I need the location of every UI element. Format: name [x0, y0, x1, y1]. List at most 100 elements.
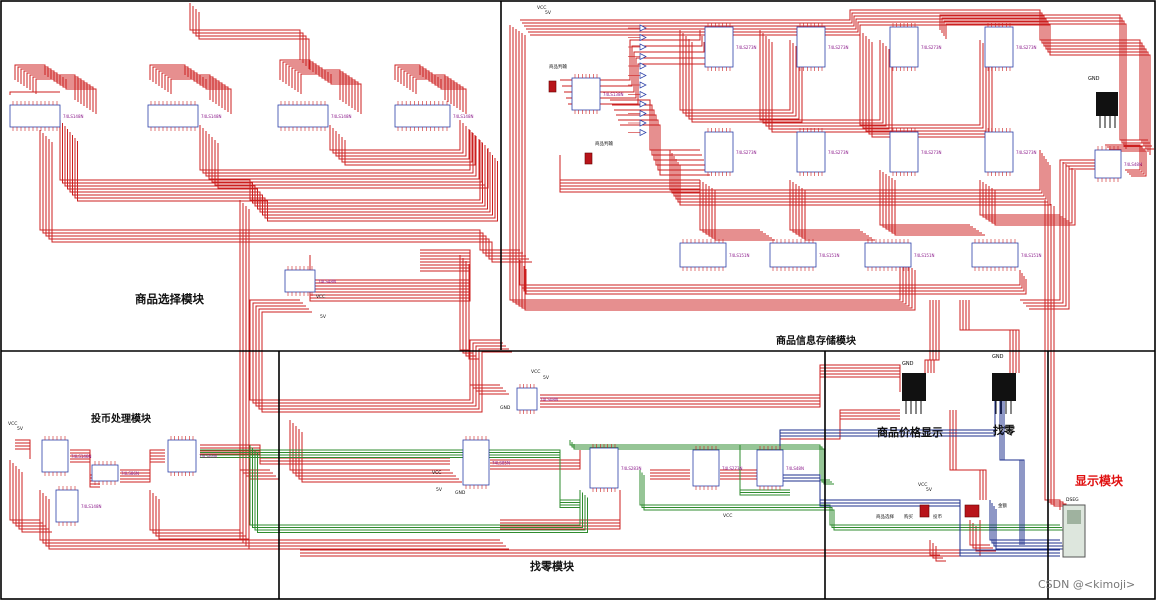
ic-chip: 74LS48N [284, 266, 336, 296]
ic-chip: 74LS151N [679, 239, 749, 271]
ic-chip: 74LS273N [796, 128, 848, 176]
svg-text:VCC: VCC [531, 369, 540, 375]
ic-chip: 74LS273N [704, 128, 756, 176]
module-title-display: 显示模块 [1075, 473, 1124, 488]
green-wire-bundles [200, 440, 1064, 533]
svg-text:74LS273N: 74LS273N [1016, 45, 1036, 50]
ic-chip: 74LS148N [9, 101, 83, 131]
svg-text:74LS86N: 74LS86N [121, 471, 139, 476]
ic-chip: 74LS151N [971, 239, 1041, 271]
svg-text:GND: GND [500, 405, 511, 411]
ic-chip: 74LS283N [589, 444, 641, 492]
svg-text:VCC: VCC [316, 294, 325, 300]
svg-text:购买: 购买 [904, 513, 913, 520]
svg-text:74LS138N: 74LS138N [603, 92, 623, 97]
switch-goods-select[interactable]: 商品选择 购买 [876, 504, 930, 520]
display-body [1096, 92, 1118, 116]
svg-text:5V: 5V [17, 426, 24, 432]
svg-text:商品判输: 商品判输 [549, 63, 567, 70]
lcd-label: DSEG [1066, 497, 1079, 503]
svg-text:74LS151N: 74LS151N [729, 253, 749, 258]
ic-chip: 74LS148N [147, 101, 221, 131]
svg-text:74LS85N: 74LS85N [492, 461, 510, 466]
svg-text:74LS273N: 74LS273N [1016, 150, 1036, 155]
ic-chip: 74LS273N [984, 23, 1036, 71]
svg-text:5V: 5V [545, 10, 552, 16]
svg-text:74LS273N: 74LS273N [736, 150, 756, 155]
svg-text:74LS283N: 74LS283N [621, 466, 641, 471]
display-body [992, 373, 1016, 401]
ic-chip: 74LS148N [41, 436, 91, 476]
power-labels: VCC 5V VCC 5V VCC 5V GND VCC 5V VCC 5V G… [8, 5, 933, 519]
module-title-coin: 投币处理模块 [91, 412, 152, 425]
svg-text:GND: GND [455, 490, 466, 496]
ic-chip: 74LS273N [692, 446, 742, 490]
svg-text:投币: 投币 [933, 513, 942, 520]
seven-seg-display-change: GND [992, 354, 1016, 414]
inverter-gates [628, 24, 647, 137]
svg-text:74LS48N: 74LS48N [318, 279, 336, 284]
ic-chips: 74LS148N 74LS148N 74LS148N 74LS148N 74LS48N 7… [9, 23, 1142, 526]
module-title-change-display: 找零 [993, 423, 1016, 437]
display-body [902, 373, 926, 401]
ic-chip: 74LS85N [462, 436, 510, 489]
switch-price-a[interactable]: 商品判输 [548, 63, 567, 93]
svg-text:74LS48N: 74LS48N [1124, 162, 1142, 167]
svg-text:5V: 5V [320, 314, 327, 320]
ic-chip: 74LS148N [394, 101, 473, 131]
svg-text:金额: 金额 [998, 502, 1007, 509]
ic-chip: 74LS04N [167, 436, 217, 476]
ic-chip: 74LS08N [516, 384, 558, 414]
svg-text:74LS148N: 74LS148N [63, 114, 83, 119]
svg-text:74LS273N: 74LS273N [828, 45, 848, 50]
module-title-change: 找零模块 [530, 559, 575, 573]
ic-chip: 74LS148N [277, 101, 351, 131]
ic-chip: 74LS86N [91, 461, 139, 485]
ic-chip: 74LS151N [769, 239, 839, 271]
seven-seg-display-price: GND [902, 361, 926, 414]
watermark: CSDN @<kimoji> [1038, 578, 1135, 591]
svg-text:74LS273N: 74LS273N [828, 150, 848, 155]
svg-text:74LS151N: 74LS151N [914, 253, 934, 258]
gnd-label: GND [992, 354, 1004, 360]
svg-text:VCC: VCC [432, 470, 441, 476]
ic-chip: 74LS148N [55, 486, 101, 526]
svg-text:74LS151N: 74LS151N [819, 253, 839, 258]
svg-text:74LS148N: 74LS148N [331, 114, 351, 119]
blue-wire-bundles [779, 400, 1066, 557]
svg-text:5V: 5V [436, 487, 443, 493]
ic-chip: 74LS273N [889, 23, 941, 71]
ic-chip: 74LS273N [796, 23, 848, 71]
module-title-price-display: 商品价格显示 [877, 425, 943, 439]
ic-chip: 74LS273N [889, 128, 941, 176]
svg-text:VCC: VCC [8, 421, 17, 427]
switch-price-b[interactable]: 商品判输 [584, 140, 613, 165]
ic-chip: 74LS48N [756, 446, 804, 490]
ic-chip: 74LS138N [571, 74, 623, 114]
svg-text:74LS48N: 74LS48N [786, 466, 804, 471]
svg-text:74LS08N: 74LS08N [540, 397, 558, 402]
gnd-label: GND [1088, 76, 1100, 82]
seven-seg-display-right: GND [1088, 76, 1118, 128]
module-title-selection: 商品选择模块 [135, 292, 204, 306]
svg-text:74LS273N: 74LS273N [921, 45, 941, 50]
svg-text:5V: 5V [926, 487, 933, 493]
svg-text:VCC: VCC [918, 482, 927, 488]
ic-chip: 74LS273N [984, 128, 1036, 176]
ic-chip: 74LS48N [1094, 146, 1142, 182]
module-title-storage: 商品信息存储模块 [776, 334, 857, 347]
svg-text:VCC: VCC [723, 513, 732, 519]
svg-text:VCC: VCC [537, 5, 546, 11]
svg-text:74LS273N: 74LS273N [736, 45, 756, 50]
svg-text:74LS148N: 74LS148N [71, 454, 91, 459]
lcd-display-module: DSEG [1062, 497, 1086, 558]
svg-text:74LS148N: 74LS148N [81, 504, 101, 509]
svg-text:74LS148N: 74LS148N [453, 114, 473, 119]
gnd-label: GND [902, 361, 914, 367]
svg-text:商品判输: 商品判输 [595, 140, 613, 147]
ic-chip: 74LS273N [704, 23, 756, 71]
svg-text:74LS273N: 74LS273N [722, 466, 742, 471]
switch-pay[interactable]: 投币 金额 [933, 502, 1007, 520]
